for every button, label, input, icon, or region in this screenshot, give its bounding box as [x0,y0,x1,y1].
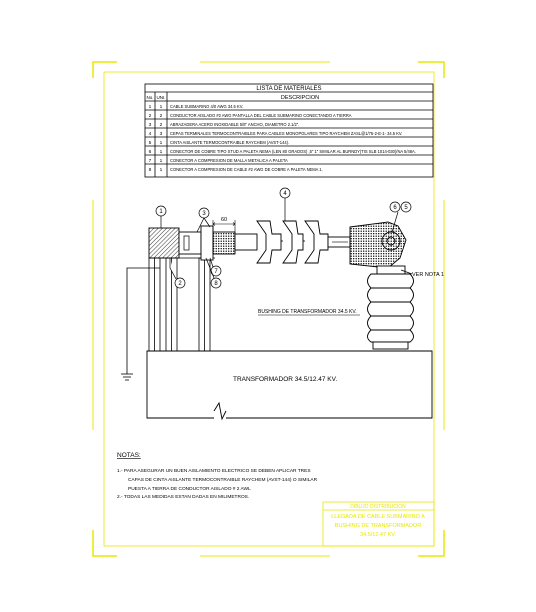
transformer-label: TRANSFORMADOR 34.5/12.47 KV. [233,376,337,383]
table-row-desc: CONDUCTOR AISLADO #2 AWG PANTALLA DEL CA… [170,113,352,118]
table-row-qty: 2 [160,113,163,119]
table-row-desc: CABLE SUBMARINO 4/0 AWG 34.5 KV. [170,104,243,109]
cable-assembly [148,220,351,264]
callout-4: 4 [283,191,287,197]
materials-rows: 1 1 CABLE SUBMARINO 4/0 AWG 34.5 KV. 2 2 COND… [149,104,416,173]
sheet-frame [92,61,445,557]
table-row-no: 8 [149,167,152,173]
note-1-line-2: CAPAS DE CINTA AISLANTE TERMOCONTRAIBLE … [128,477,318,483]
callout-1: 1 [159,209,163,215]
table-row-desc: CONECTOR DE COBRE TIPO STUD A PALETA NEM… [170,149,416,154]
inner-frame [103,71,435,547]
table-row-desc: CINTA AISLANTE TERMOCONTRAIBLE RAYCHEM (… [170,140,289,145]
note-2: 2.- TODAS LAS MEDIDAS ESTAN DADAS EN MIL… [117,494,249,500]
dimension-line [212,220,236,232]
table-row-desc: CEPAS TERMINALES TERMOCONTRAIBLES PARA C… [170,131,402,136]
title-block-line-1: DIBUJO DISTRIBUCION [350,504,406,510]
title-block-line-3: BUSHING DE TRANSFORMADOR [335,523,421,529]
table-row-no: 5 [149,140,152,146]
materials-col-no: No. [146,95,153,100]
callout-6: 6 [393,205,397,211]
transformer-body [146,350,433,421]
callout-2: 2 [178,281,182,287]
title-block-line-2: LLEGADA DE CABLE SUBMARINO A [331,514,425,520]
table-row-qty: 3 [160,131,163,137]
table-row-no: 3 [149,122,152,128]
bushing-insulator [367,273,414,350]
callout-5: 5 [404,205,408,211]
callouts [155,187,413,289]
table-row-qty: 1 [160,140,163,146]
title-block-line-4: 34.5/12.47 KV. [360,532,396,538]
table-row-no: 4 [149,131,152,137]
table-row-qty: 1 [160,149,163,155]
table-row-no: 6 [149,149,152,155]
table-row-qty: 1 [160,158,163,164]
note-1-line-1: 1.- PARA ASEGURAR UN BUEN AISLAMIENTO EL… [117,468,311,474]
materials-table [144,83,434,178]
callout-8: 8 [214,281,218,287]
table-row-desc: CONECTOR A COMPRESION DE CABLE #2 AWG DE… [170,167,323,172]
ver-nota-label: VER NOTA 1 [412,272,444,278]
table-row-desc: ABRAZADERA ACERO INOXIDABLE 5/8" ANCHO, … [170,122,299,127]
dimension-label: 60 [221,217,227,223]
table-row-desc: CONECTOR A COMPRESION DE MALLA METALICA … [170,158,288,163]
table-row-no: 2 [149,113,152,119]
notes-heading: NOTAS: [117,452,141,459]
table-row-qty: 1 [160,104,163,110]
table-row-qty: 1 [160,167,163,173]
callout-3: 3 [202,211,206,217]
note-1-line-3: PUESTA A TIERRA DE CONDUCTOR AISLADO # 2… [128,486,251,492]
table-row-no: 1 [149,104,152,110]
title-block [322,501,435,547]
support-structure [148,257,215,352]
bushing-label: BUSHING DE TRANSFORMADOR 34.5 KV. [258,309,357,315]
bushing-head [349,221,407,275]
materials-title: LISTA DE MATERIALES [256,86,321,92]
table-row-no: 7 [149,158,152,164]
table-row-qty: 2 [160,122,163,128]
callout-7: 7 [214,269,218,275]
materials-col-qty: UNI. [157,95,166,100]
materials-col-desc: DESCRIPCION [281,95,319,101]
